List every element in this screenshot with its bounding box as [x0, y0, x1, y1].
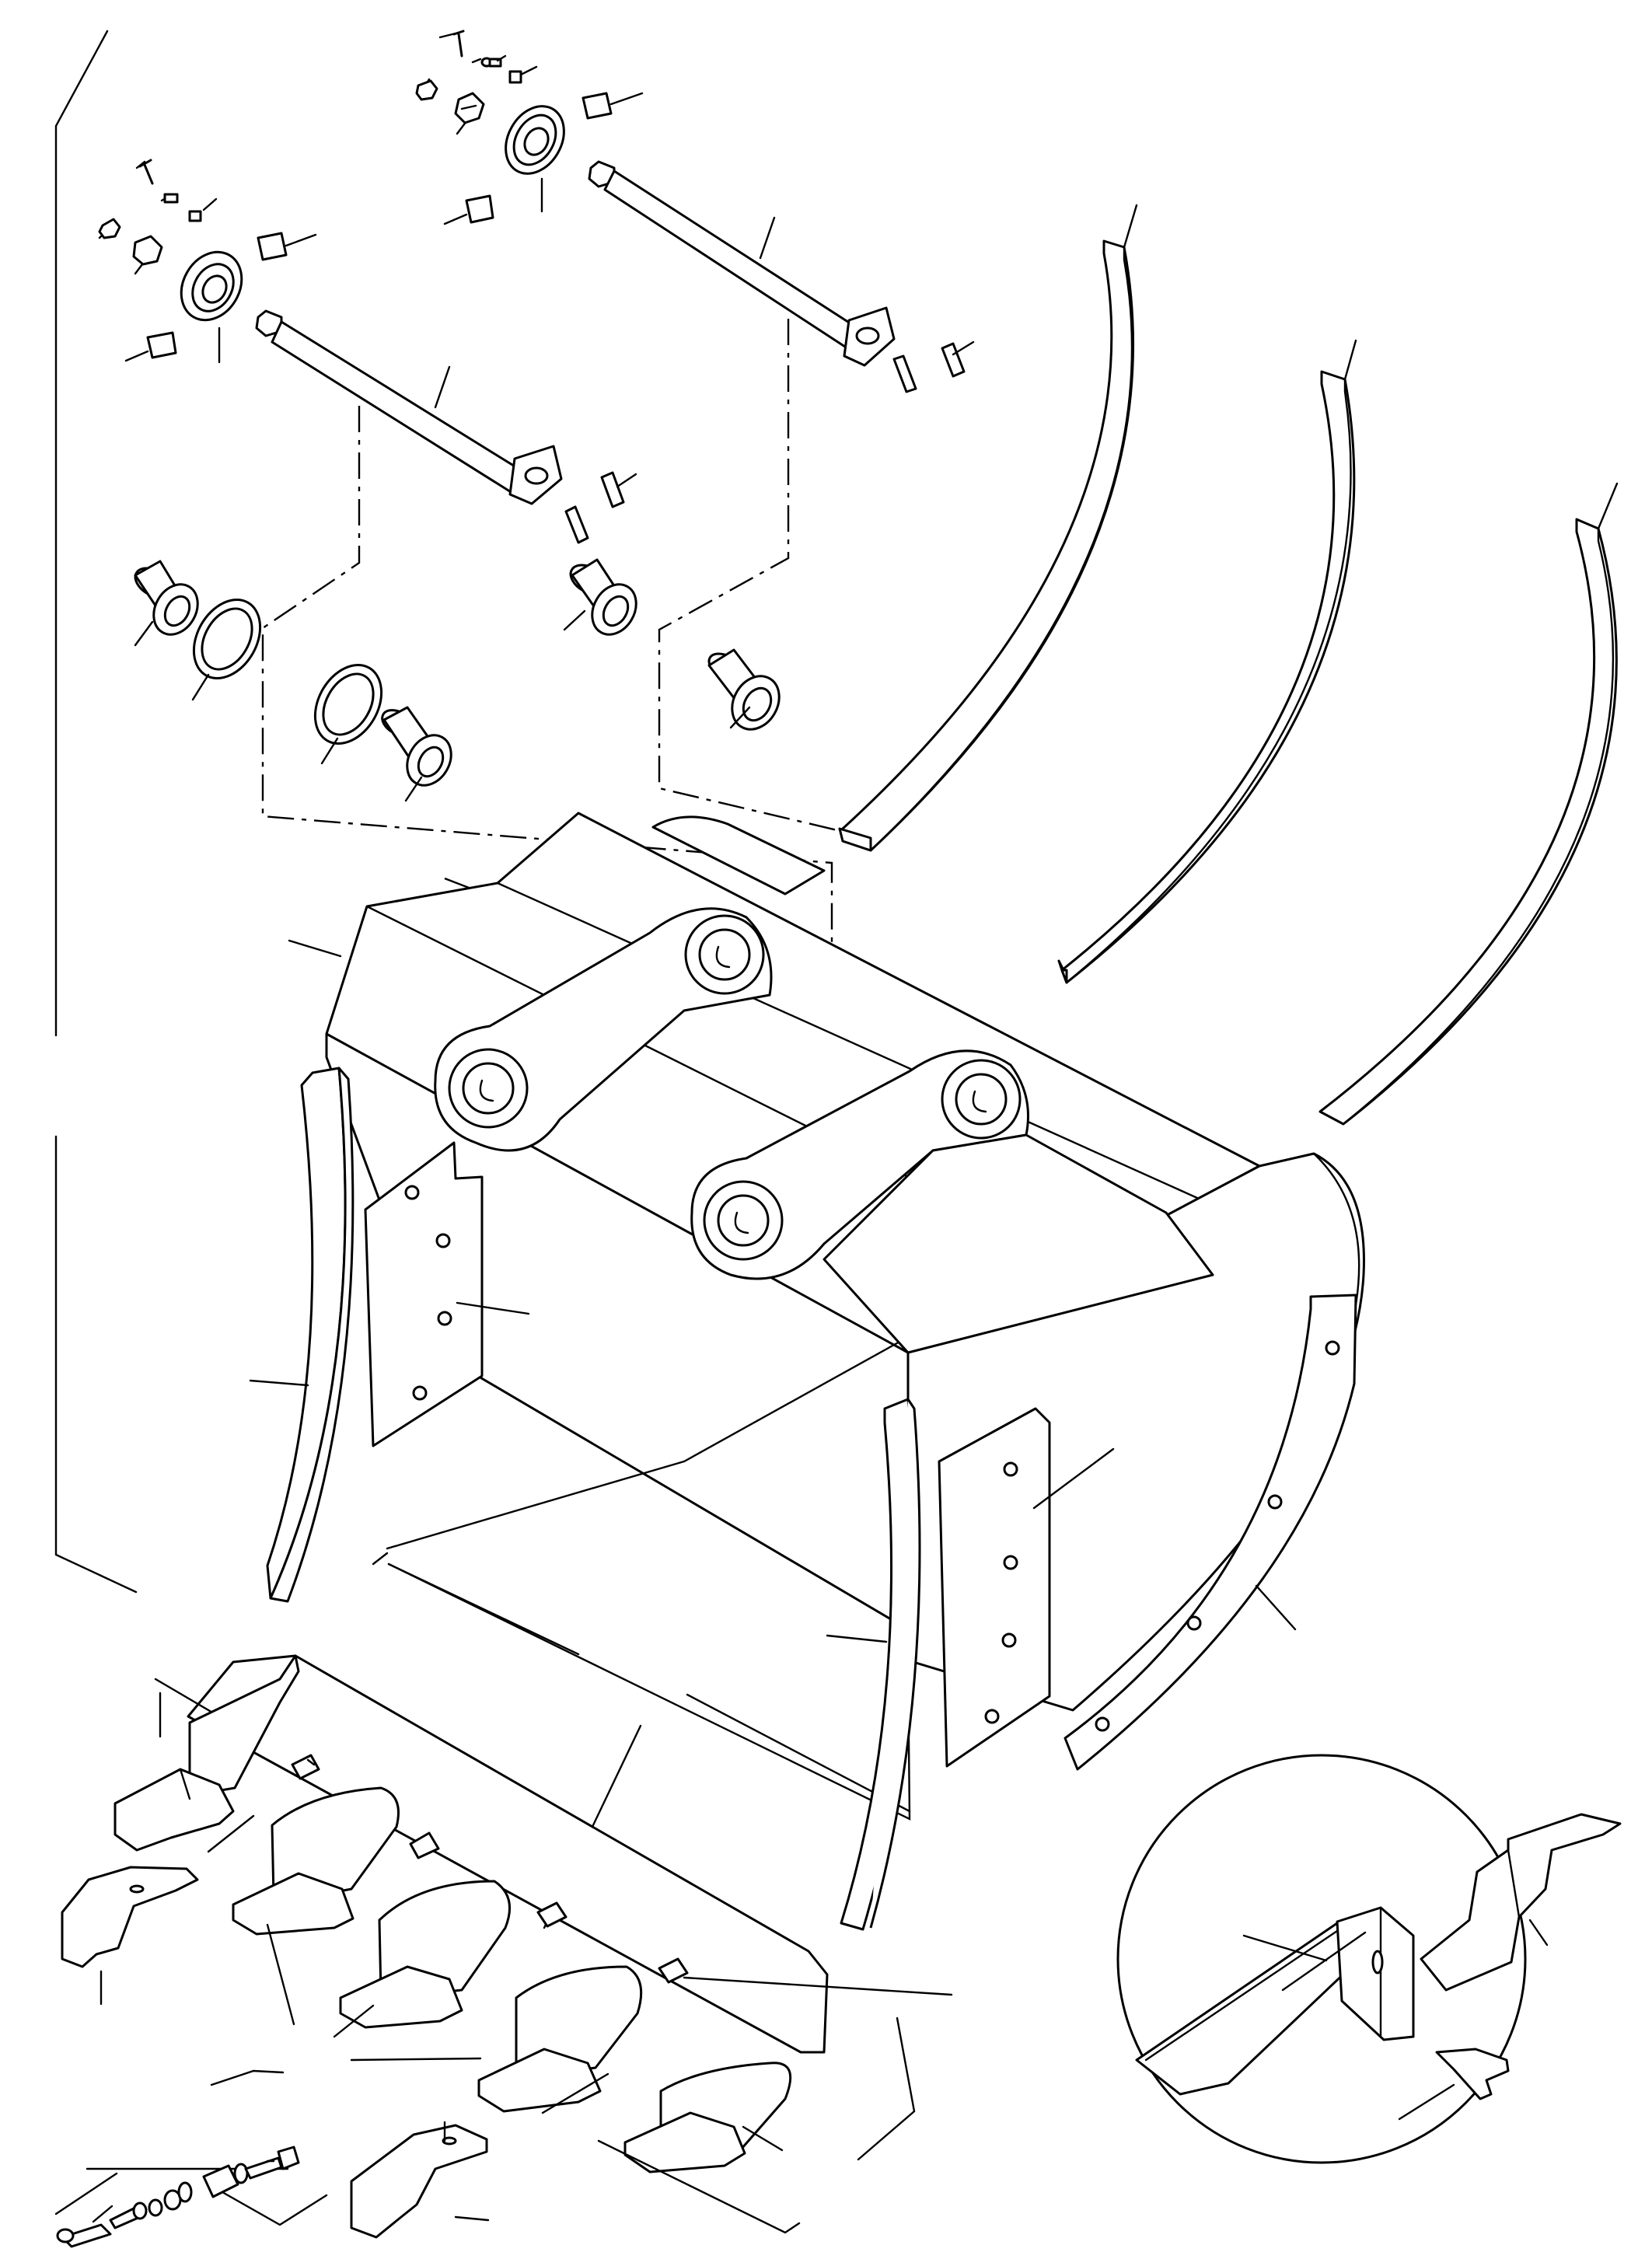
adapters — [54, 1866, 490, 2248]
pin-right — [588, 160, 975, 393]
pin-left — [255, 309, 637, 544]
side-plates — [249, 1067, 1357, 1931]
detail-circle — [1116, 1754, 1622, 2164]
group-boundary-lines — [54, 30, 138, 1594]
linkage-plates — [434, 907, 1214, 1354]
bushings — [134, 319, 878, 1213]
left-pin-hardware — [98, 159, 317, 364]
teeth-row — [114, 1654, 953, 2234]
wear-strips — [838, 204, 1619, 1126]
right-pin-hardware — [415, 30, 644, 225]
